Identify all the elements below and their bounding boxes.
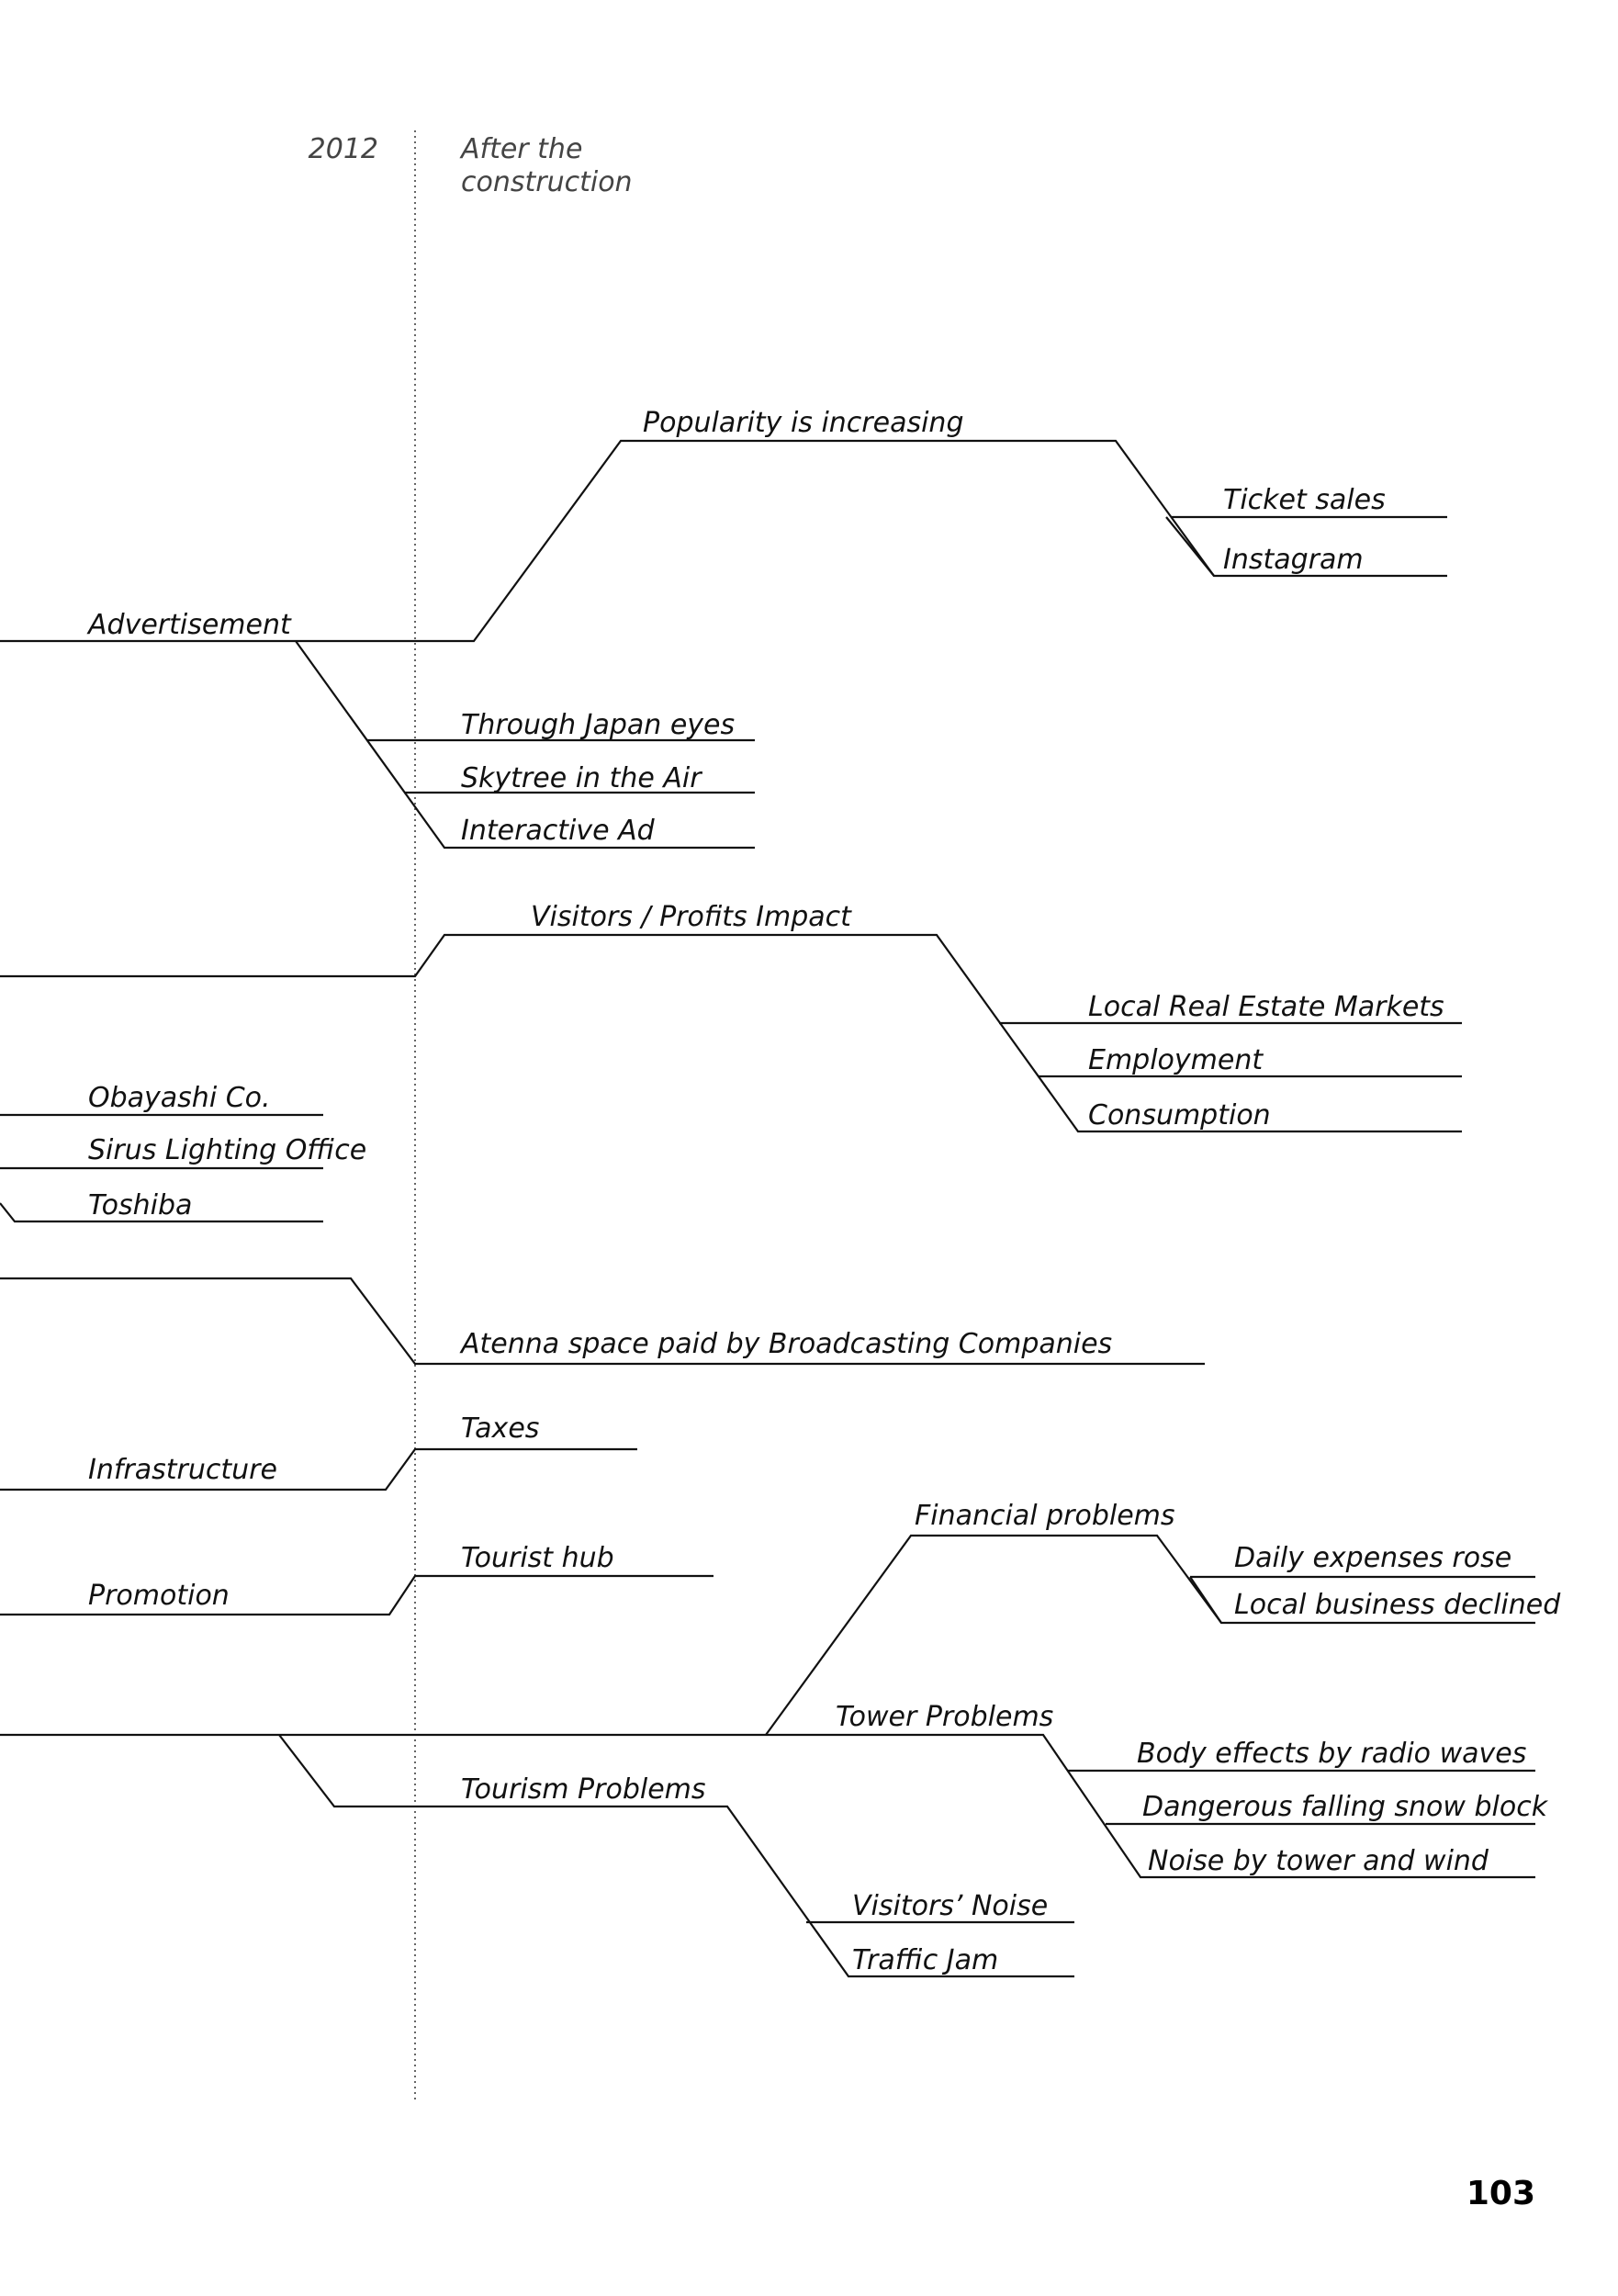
node-interactive-ad: Interactive Ad	[461, 815, 656, 847]
node-popularity: Popularity is increasing	[643, 407, 963, 439]
node-instagram: Instagram	[1223, 544, 1364, 576]
page-number: 103	[1466, 2175, 1535, 2212]
node-obayashi: Obayashi Co.	[88, 1082, 271, 1114]
node-visitors-profits: Visitors / Profits Impact	[531, 901, 852, 933]
node-consumption: Consumption	[1088, 1099, 1271, 1131]
header-phase-line1: After the	[459, 133, 582, 165]
infrastructure-line	[0, 1447, 637, 1491]
financial-problems-line	[765, 1534, 1535, 1736]
header-year: 2012	[309, 133, 378, 165]
node-tower-problems: Tower Problems	[836, 1701, 1053, 1733]
tourism-problems-line	[278, 1734, 1074, 1978]
node-tourism-problems: Tourism Problems	[461, 1773, 706, 1806]
advertisement-branch-line	[0, 439, 1447, 643]
node-advertisement: Advertisement	[86, 609, 292, 641]
header-phase-line2: construction	[461, 166, 633, 198]
ad-subbranch-line	[295, 640, 755, 850]
node-taxes: Taxes	[461, 1412, 539, 1445]
node-financial-problems: Financial problems	[915, 1500, 1175, 1532]
node-tourist-hub: Tourist hub	[461, 1542, 614, 1574]
local-business-line	[1189, 1576, 1222, 1624]
node-toshiba: Toshiba	[88, 1189, 192, 1221]
node-traffic-jam: Traffic Jam	[852, 1944, 998, 1976]
node-visitors-noise: Visitors’ Noise	[852, 1890, 1048, 1922]
node-through-japan-eyes: Through Japan eyes	[461, 709, 735, 741]
node-body-effects: Body effects by radio waves	[1137, 1738, 1526, 1770]
node-local-business: Local business declined	[1234, 1589, 1561, 1621]
node-noise-tower: Noise by tower and wind	[1148, 1845, 1489, 1877]
node-antenna: Atenna space paid by Broadcasting Compan…	[459, 1328, 1112, 1360]
node-employment: Employment	[1088, 1044, 1264, 1076]
node-falling-snow: Dangerous falling snow block	[1142, 1791, 1549, 1823]
node-skytree-in-the-air: Skytree in the Air	[461, 762, 702, 794]
problems-main-line	[0, 1733, 1535, 1879]
promotion-line	[0, 1574, 713, 1616]
node-sirus: Sirus Lighting Office	[88, 1134, 366, 1166]
visitors-profits-branch-line	[0, 933, 1462, 1133]
instagram-branch-line	[1165, 516, 1215, 577]
node-daily-expenses: Daily expenses rose	[1234, 1542, 1511, 1574]
node-ticket-sales: Ticket sales	[1223, 484, 1386, 516]
node-promotion: Promotion	[88, 1580, 230, 1612]
node-infrastructure: Infrastructure	[88, 1454, 277, 1486]
node-local-real-estate: Local Real Estate Markets	[1088, 991, 1444, 1023]
antenna-line	[0, 1277, 1205, 1366]
toshiba-line	[0, 1202, 323, 1223]
